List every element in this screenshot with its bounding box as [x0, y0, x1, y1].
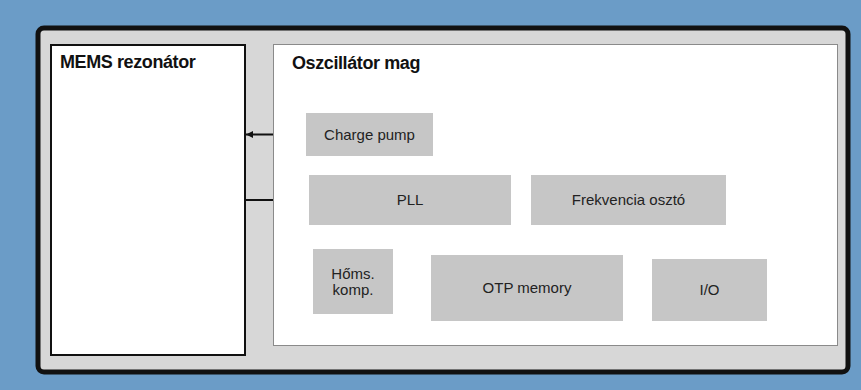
process-box: Hőms. komp.	[313, 249, 393, 314]
frame-heading: Oszcillátor mag	[292, 53, 819, 74]
box-label: Charge pump	[324, 127, 415, 143]
frame-heading: MEMS rezonátor	[60, 52, 236, 73]
process-box: PLL	[309, 175, 511, 225]
process-box: Charge pump	[306, 113, 433, 156]
process-box: Frekvencia osztó	[531, 175, 726, 225]
process-box: OTP memory	[431, 255, 623, 321]
box-label: OTP memory	[483, 280, 572, 296]
box-label: Frekvencia osztó	[572, 192, 685, 208]
box-label: PLL	[397, 192, 424, 208]
process-box: I/O	[652, 259, 767, 321]
resonator-frame: MEMS rezonátor	[50, 44, 246, 356]
box-label: Hőms. komp.	[319, 266, 387, 298]
housing	[38, 28, 848, 372]
box-label: I/O	[699, 282, 719, 298]
core-frame: Oszcillátor magCharge pumpPLL Frekvencia …	[273, 44, 838, 346]
